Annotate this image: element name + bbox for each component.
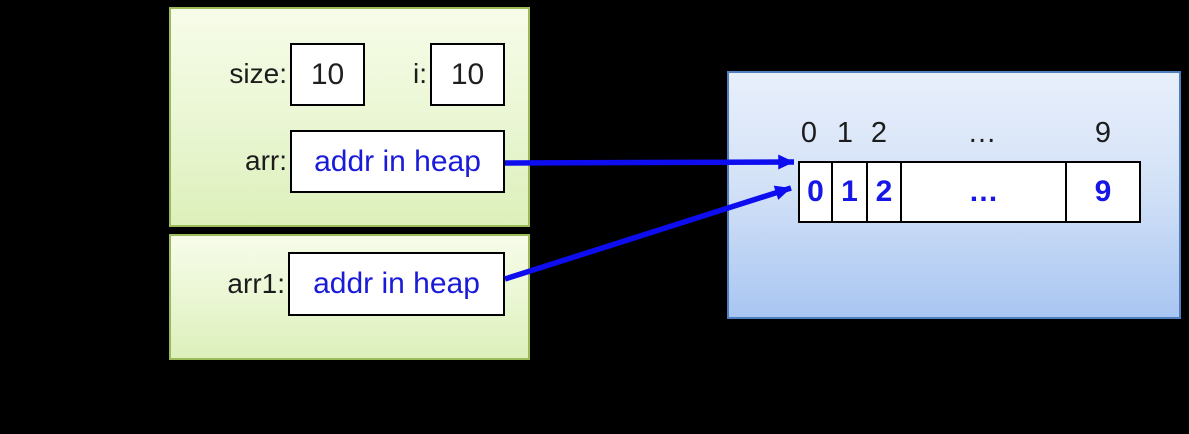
arr-pointer-box: addr in heap [290, 130, 505, 193]
heap-array: 0 1 2 … 9 [798, 161, 1141, 223]
array-cell: 0 [800, 163, 833, 221]
arr1-pointer-box: addr in heap [288, 252, 505, 316]
array-index-label: 1 [836, 117, 854, 149]
stack-frame-main: size: 10 i: 10 arr: addr in heap [169, 7, 530, 227]
array-index-label: 2 [870, 117, 888, 149]
arr-label: arr: [245, 145, 287, 176]
array-cell: 2 [868, 163, 902, 221]
size-label: size: [229, 58, 287, 89]
arr1-label: arr1: [227, 268, 285, 299]
array-cell: … [902, 163, 1067, 221]
array-cell: 1 [833, 163, 868, 221]
heap-box: 0 1 2 … 9 0 1 2 … 9 [727, 71, 1181, 319]
stack-frame-arr1: arr1: addr in heap [169, 234, 530, 360]
array-index-label: 9 [1094, 117, 1112, 149]
array-index-label: … [967, 117, 997, 149]
size-value-box: 10 [290, 43, 365, 106]
i-value-box: 10 [430, 43, 505, 106]
i-label: i: [413, 58, 427, 89]
array-cell: 9 [1094, 175, 1112, 208]
array-index-label: 0 [800, 117, 818, 149]
